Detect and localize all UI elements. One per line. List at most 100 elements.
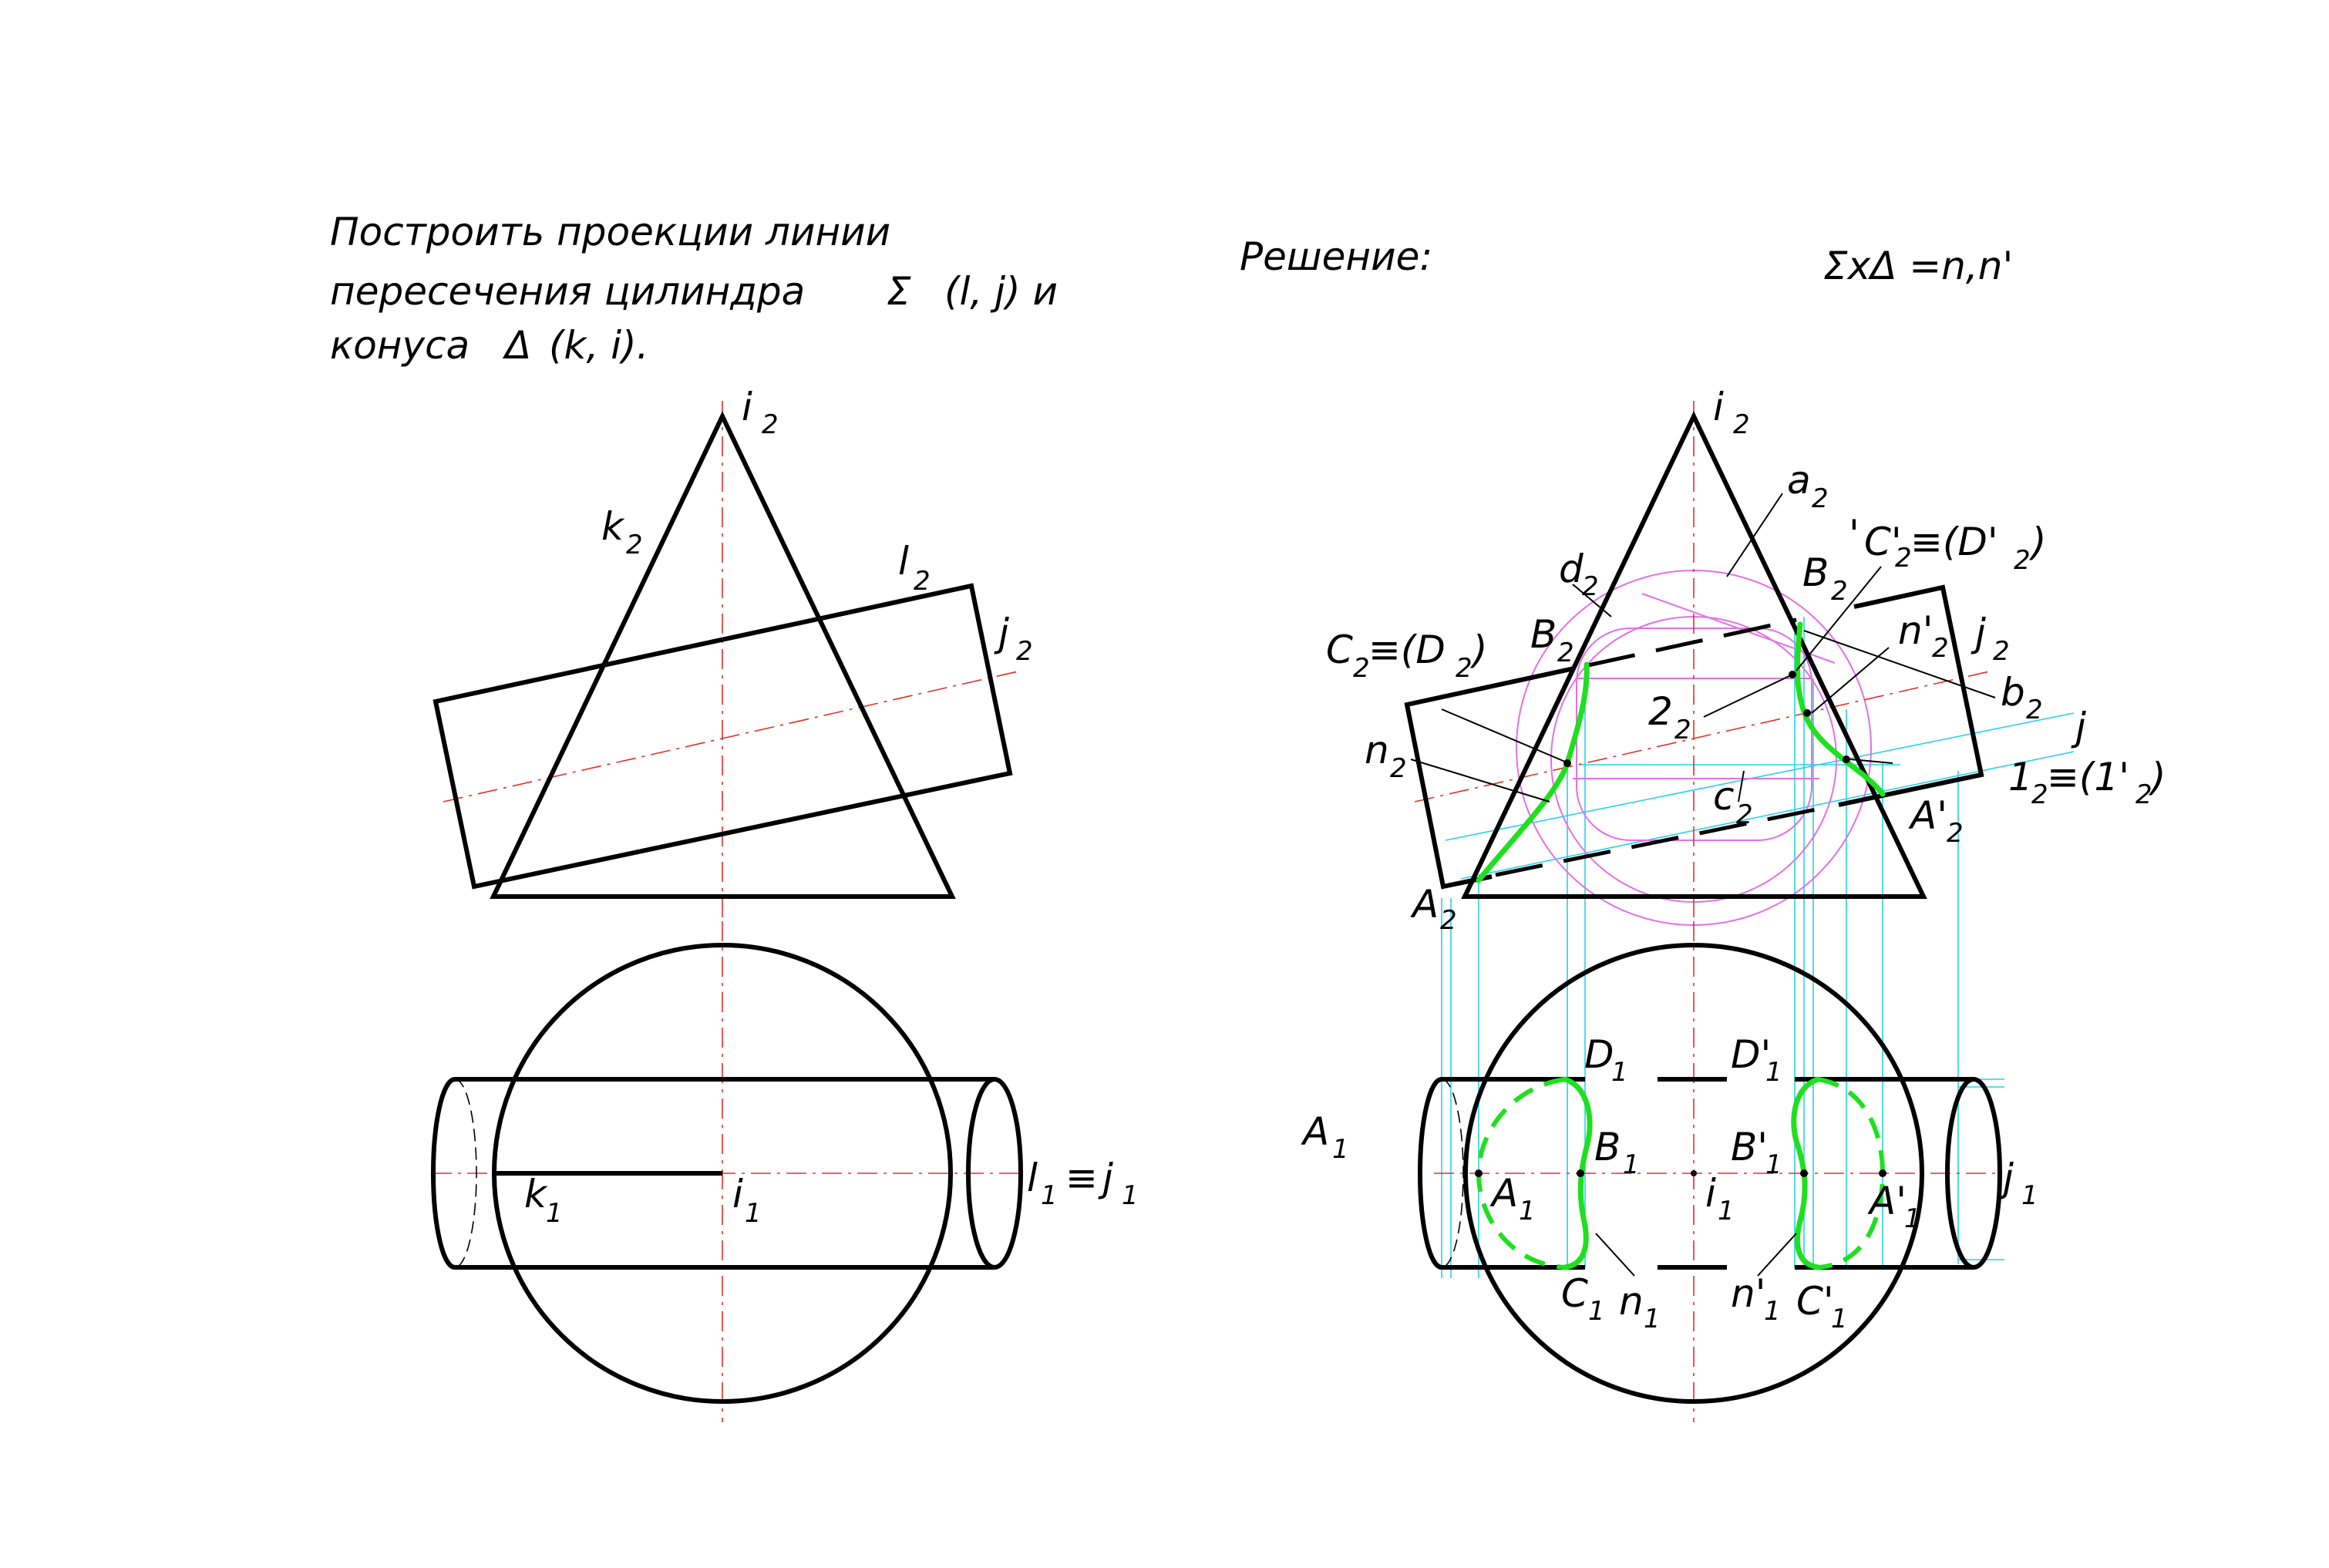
leader-c2 (1738, 770, 1745, 803)
left-front-view (432, 401, 1022, 917)
label-n2p-sub: 2 (1932, 633, 1949, 664)
label-one2-tail-sub: 2 (2135, 779, 2152, 810)
cone-front-outline (490, 411, 956, 899)
curve-n2-prime (1794, 621, 1886, 797)
label-C2p-close: ) (2028, 520, 2047, 564)
label-A2p: A' (1908, 793, 1947, 838)
label-C2-tail: ≡(D (1368, 628, 1446, 672)
point-B1 (1577, 1169, 1584, 1177)
task-line-2: пересечения цилиндра (330, 269, 805, 314)
label-n2p: n' (1898, 608, 1933, 653)
label-D1: D (1584, 1032, 1614, 1077)
label-l1: l (1027, 1156, 1038, 1200)
cylinder-axis-front-right (1414, 670, 1994, 803)
label-i2-sub: 2 (762, 409, 779, 440)
leader-n2 (1410, 759, 1550, 803)
delta-symbol: Δ (502, 323, 531, 368)
label-j2-right-sub: 2 (1993, 636, 2010, 667)
label-n1-sub: 1 (1644, 1304, 1661, 1334)
label-A1-sub: 1 (1519, 1196, 1536, 1226)
cyl-right-end (1945, 1077, 2002, 1270)
label-C1p-sub: 1 (1831, 1304, 1848, 1334)
cylinder-front-outline (432, 583, 1013, 890)
label-A1-outer: A (1301, 1109, 1329, 1154)
cylinder-axis-front (443, 670, 1022, 803)
task-statement: Построить проекции линии пересечения цил… (330, 210, 1058, 368)
label-A1: A (1489, 1171, 1518, 1216)
label-B2-sub: 2 (1557, 638, 1574, 668)
label-A1-outer-sub: 1 (1332, 1134, 1349, 1165)
cylinder-right-end (966, 1077, 1023, 1270)
label-i1-right-sub: 1 (1718, 1196, 1735, 1226)
label-i1-right: i (1705, 1171, 1716, 1216)
solution-title: Решение: (1240, 234, 1432, 279)
label-i2-right: i (1713, 385, 1724, 429)
cylinder-left-end-visible (431, 1077, 456, 1270)
label-k2-sub: 2 (626, 530, 643, 560)
label-c2-sub: 2 (1736, 799, 1753, 830)
label-C2p-sub: 2 (1895, 543, 1912, 574)
label-j1-sub: 1 (1122, 1180, 1139, 1211)
task-line-3-tail: (k, i). (549, 323, 649, 368)
cylinder-front-left-part (1404, 666, 1575, 890)
label-l2: l (898, 539, 909, 584)
leader-d2 (1572, 584, 1612, 617)
leader-one2 (1849, 759, 1893, 764)
label-a2-sub: 2 (1812, 483, 1829, 514)
point-2-left (1563, 759, 1571, 767)
label-C2: C (1326, 628, 1353, 672)
cone-base-circle (492, 943, 953, 1404)
label-n1p-sub: 1 (1764, 1296, 1781, 1327)
label-k2: k (601, 504, 625, 549)
task-line-1: Построить проекции линии (330, 210, 890, 254)
label-equiv: ≡ (1065, 1156, 1098, 1200)
label-C2-close: ) (1469, 628, 1488, 672)
point-A1p (1879, 1169, 1886, 1177)
label-n2-sub: 2 (1390, 753, 1407, 784)
curve-n2 (1476, 661, 1590, 883)
cylinder-front-right-part (1838, 584, 1984, 807)
label-B1: B (1594, 1125, 1621, 1169)
leader-two2 (1703, 674, 1793, 718)
point-A2p (1843, 755, 1850, 763)
label-B2p: B (1802, 550, 1829, 595)
label-j2-sub: 2 (1016, 636, 1033, 667)
aux-chord-3 (1641, 593, 1836, 664)
label-B2p-prime: ' (1849, 512, 1859, 557)
leader-b2 (1803, 630, 1996, 698)
label-j2: j (994, 611, 1009, 655)
label-B1-sub: 1 (1623, 1149, 1640, 1180)
curve-right-hidden (1817, 1077, 1886, 1270)
label-A2: A (1410, 882, 1439, 927)
leader-n2p (1811, 647, 1890, 714)
right-front-view (1404, 401, 1996, 917)
label-D2-sub: 2 (1456, 653, 1472, 684)
label-C1p: C' (1796, 1279, 1834, 1324)
label-D1p: D' (1731, 1032, 1771, 1077)
label-j-big: j (2071, 705, 2086, 749)
right-front-labels: i 2 a 2 d 2 C 2 ≡(D 2 ) B 2 B 2 ' C' 2 ≡… (1326, 385, 2166, 936)
label-D1-sub: 1 (1611, 1057, 1628, 1088)
label-b2: b (2001, 670, 2025, 715)
label-k1-sub: 1 (546, 1198, 563, 1229)
label-B1p-sub: 1 (1765, 1149, 1782, 1180)
leader-C2D2 (1441, 708, 1566, 762)
point-B1p (1800, 1169, 1808, 1177)
label-two2: 2 (1648, 689, 1673, 734)
label-i2-right-sub: 2 (1733, 409, 1750, 440)
label-D2p-sub: 2 (2014, 545, 2031, 576)
label-one2-sub: 2 (2031, 779, 2048, 810)
leader-n1p (1757, 1233, 1797, 1277)
label-one2: 1 (2008, 755, 2033, 799)
proj-slant-1 (1445, 712, 2075, 841)
leader-n1 (1595, 1233, 1635, 1277)
label-A2-sub: 2 (1440, 905, 1457, 936)
right-top-view (1418, 921, 2002, 1422)
label-a2: a (1787, 458, 1811, 503)
label-B1p: B' (1731, 1125, 1768, 1169)
label-c2: c (1713, 774, 1735, 819)
point-i1 (1691, 1170, 1697, 1176)
label-A2p-sub: 2 (1947, 818, 1964, 849)
cyl-left-end-hidden (1441, 1078, 1464, 1268)
